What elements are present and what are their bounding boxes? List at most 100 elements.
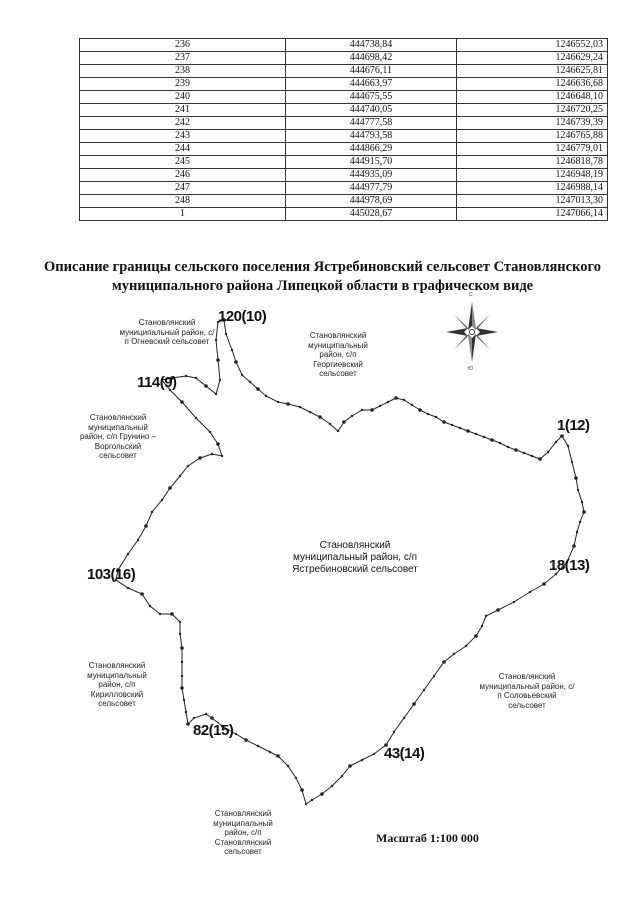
boundary-vertex bbox=[136, 538, 140, 542]
point-label-1: 1(12) bbox=[557, 417, 590, 434]
point-label-18: 18(13) bbox=[549, 557, 590, 574]
map-scale: Масштаб 1:100 000 bbox=[376, 831, 479, 845]
boundary-vertex bbox=[160, 378, 164, 382]
boundary-vertex bbox=[170, 376, 174, 380]
boundary-vertex bbox=[514, 448, 518, 452]
boundary-vertex bbox=[565, 560, 569, 564]
boundary-vertex bbox=[126, 552, 130, 556]
boundary-vertex bbox=[180, 400, 184, 404]
boundary-vertex bbox=[264, 394, 268, 398]
label-yastrebinovsky: Становлянский муниципальный район, с/п Я… bbox=[292, 540, 418, 575]
boundary-vertex bbox=[386, 400, 390, 404]
boundary-vertex bbox=[442, 660, 446, 664]
boundary-vertex bbox=[496, 608, 500, 612]
point-label-43: 43(14) bbox=[384, 745, 425, 762]
boundary-vertex bbox=[160, 498, 164, 502]
boundary-vertex bbox=[204, 384, 208, 388]
boundary-vertex bbox=[412, 702, 416, 706]
point-label-120: 120(10) bbox=[218, 308, 267, 325]
boundary-vertex bbox=[575, 530, 579, 534]
boundary-vertex bbox=[276, 400, 280, 404]
boundary-vertex bbox=[506, 445, 510, 449]
boundary-vertex bbox=[570, 460, 574, 464]
boundary-vertex bbox=[148, 604, 152, 608]
boundary-vertex bbox=[546, 450, 550, 454]
boundary-vertex bbox=[512, 600, 516, 604]
boundary-vertex bbox=[572, 544, 576, 548]
boundary-vertex bbox=[222, 318, 226, 322]
boundary-vertex bbox=[578, 520, 582, 524]
boundary-vertex bbox=[214, 338, 218, 342]
boundary-vertex bbox=[184, 374, 188, 378]
boundary-vertex bbox=[474, 634, 478, 638]
point-label-82: 82(15) bbox=[193, 722, 234, 739]
boundary-vertex bbox=[452, 652, 456, 656]
y-coordinate-cell: 1247066,14 bbox=[456, 207, 608, 221]
boundary-vertex bbox=[498, 441, 502, 445]
label-ognevsky: Становлянский муниципальный район, с/п О… bbox=[119, 318, 215, 346]
boundary-vertex bbox=[180, 674, 184, 678]
boundary-vertex bbox=[158, 612, 162, 616]
boundary-vertex bbox=[360, 408, 364, 412]
boundary-vertex bbox=[434, 415, 438, 419]
boundary-vertex bbox=[180, 686, 184, 690]
boundary-vertex bbox=[370, 408, 374, 412]
boundary-vertex bbox=[180, 660, 184, 664]
boundary-vertex bbox=[410, 403, 414, 407]
boundary-vertex bbox=[458, 426, 462, 430]
boundary-vertex bbox=[422, 688, 426, 692]
boundary-vertex bbox=[216, 358, 220, 362]
boundary-vertex bbox=[230, 348, 234, 352]
boundary-vertex bbox=[178, 632, 182, 636]
boundary-vertex bbox=[392, 730, 396, 734]
boundary-vertex bbox=[318, 415, 322, 419]
boundary-vertex bbox=[560, 434, 564, 438]
boundary-vertex bbox=[328, 422, 332, 426]
boundary-vertex bbox=[140, 592, 144, 596]
boundary-vertex bbox=[220, 724, 224, 728]
label-solovyevsky: Становлянский муниципальный район, с/п С… bbox=[479, 672, 575, 710]
boundary-vertex bbox=[442, 420, 446, 424]
boundary-vertex bbox=[330, 784, 334, 788]
boundary-vertex bbox=[220, 454, 224, 458]
boundary-vertex bbox=[114, 578, 118, 582]
boundary-vertex bbox=[204, 712, 208, 716]
label-georgievsky: Становлянский муниципальный район, с/п Г… bbox=[308, 331, 368, 378]
point-label-103: 103(16) bbox=[87, 566, 136, 583]
boundary-vertex bbox=[554, 440, 558, 444]
boundary-vertex bbox=[182, 698, 186, 702]
boundary-vertex bbox=[210, 452, 214, 456]
boundary-vertex bbox=[308, 410, 312, 414]
boundary-vertex bbox=[178, 474, 182, 478]
boundary-vertex bbox=[208, 430, 212, 434]
boundary-vertex bbox=[256, 744, 260, 748]
boundary-vertex bbox=[432, 674, 436, 678]
boundary-vertex bbox=[168, 388, 172, 392]
boundary-vertex bbox=[300, 788, 304, 792]
boundary-vertex bbox=[286, 402, 290, 406]
boundary-vertex bbox=[298, 405, 302, 409]
boundary-vertex bbox=[210, 716, 214, 720]
boundary-vertex bbox=[542, 582, 546, 586]
boundary-vertex bbox=[234, 360, 238, 364]
boundary-vertex bbox=[350, 414, 354, 418]
boundary-vertex bbox=[402, 398, 406, 402]
boundary-vertex bbox=[528, 590, 532, 594]
point-label-114: 114(9) bbox=[137, 374, 177, 391]
boundary-vertex bbox=[234, 732, 238, 736]
boundary-vertex bbox=[194, 376, 198, 380]
boundary-vertex bbox=[180, 646, 184, 650]
boundary-vertex bbox=[402, 716, 406, 720]
boundary-vertices bbox=[114, 318, 586, 806]
label-grunino-vorgolsky: Становлянский муниципальный район, с/п Г… bbox=[79, 413, 157, 460]
